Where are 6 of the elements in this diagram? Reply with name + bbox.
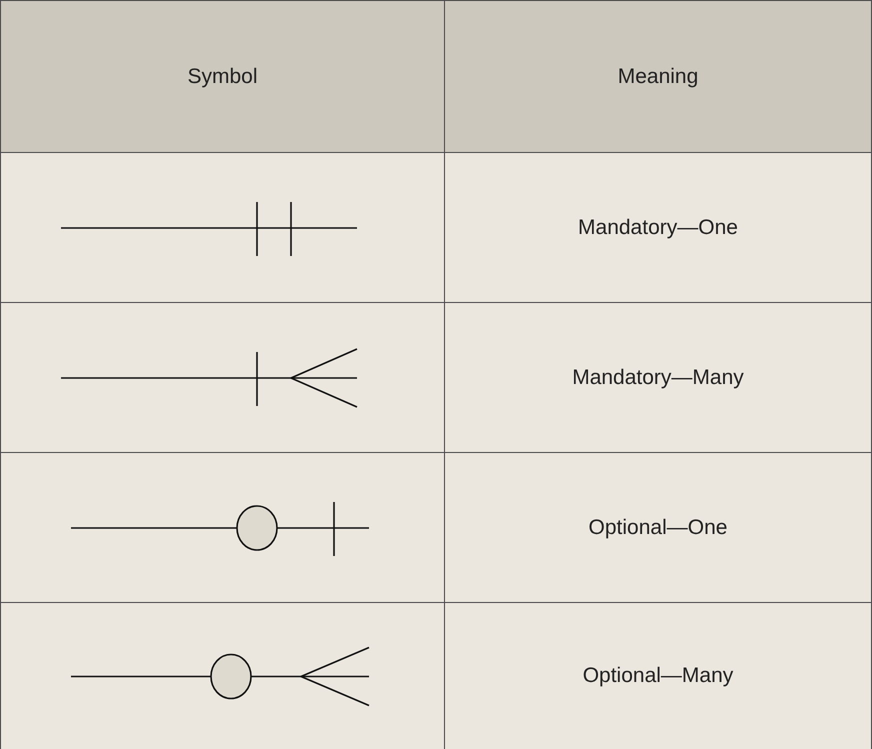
column-header: Meaning (618, 64, 698, 88)
cardinality-label: Mandatory—Many (572, 366, 744, 390)
column-header: Symbol (187, 64, 258, 88)
cardinality-label: Mandatory—One (578, 216, 738, 240)
cardinality-label: Optional—Many (582, 664, 734, 688)
cardinality-label: Optional—One (588, 516, 728, 540)
